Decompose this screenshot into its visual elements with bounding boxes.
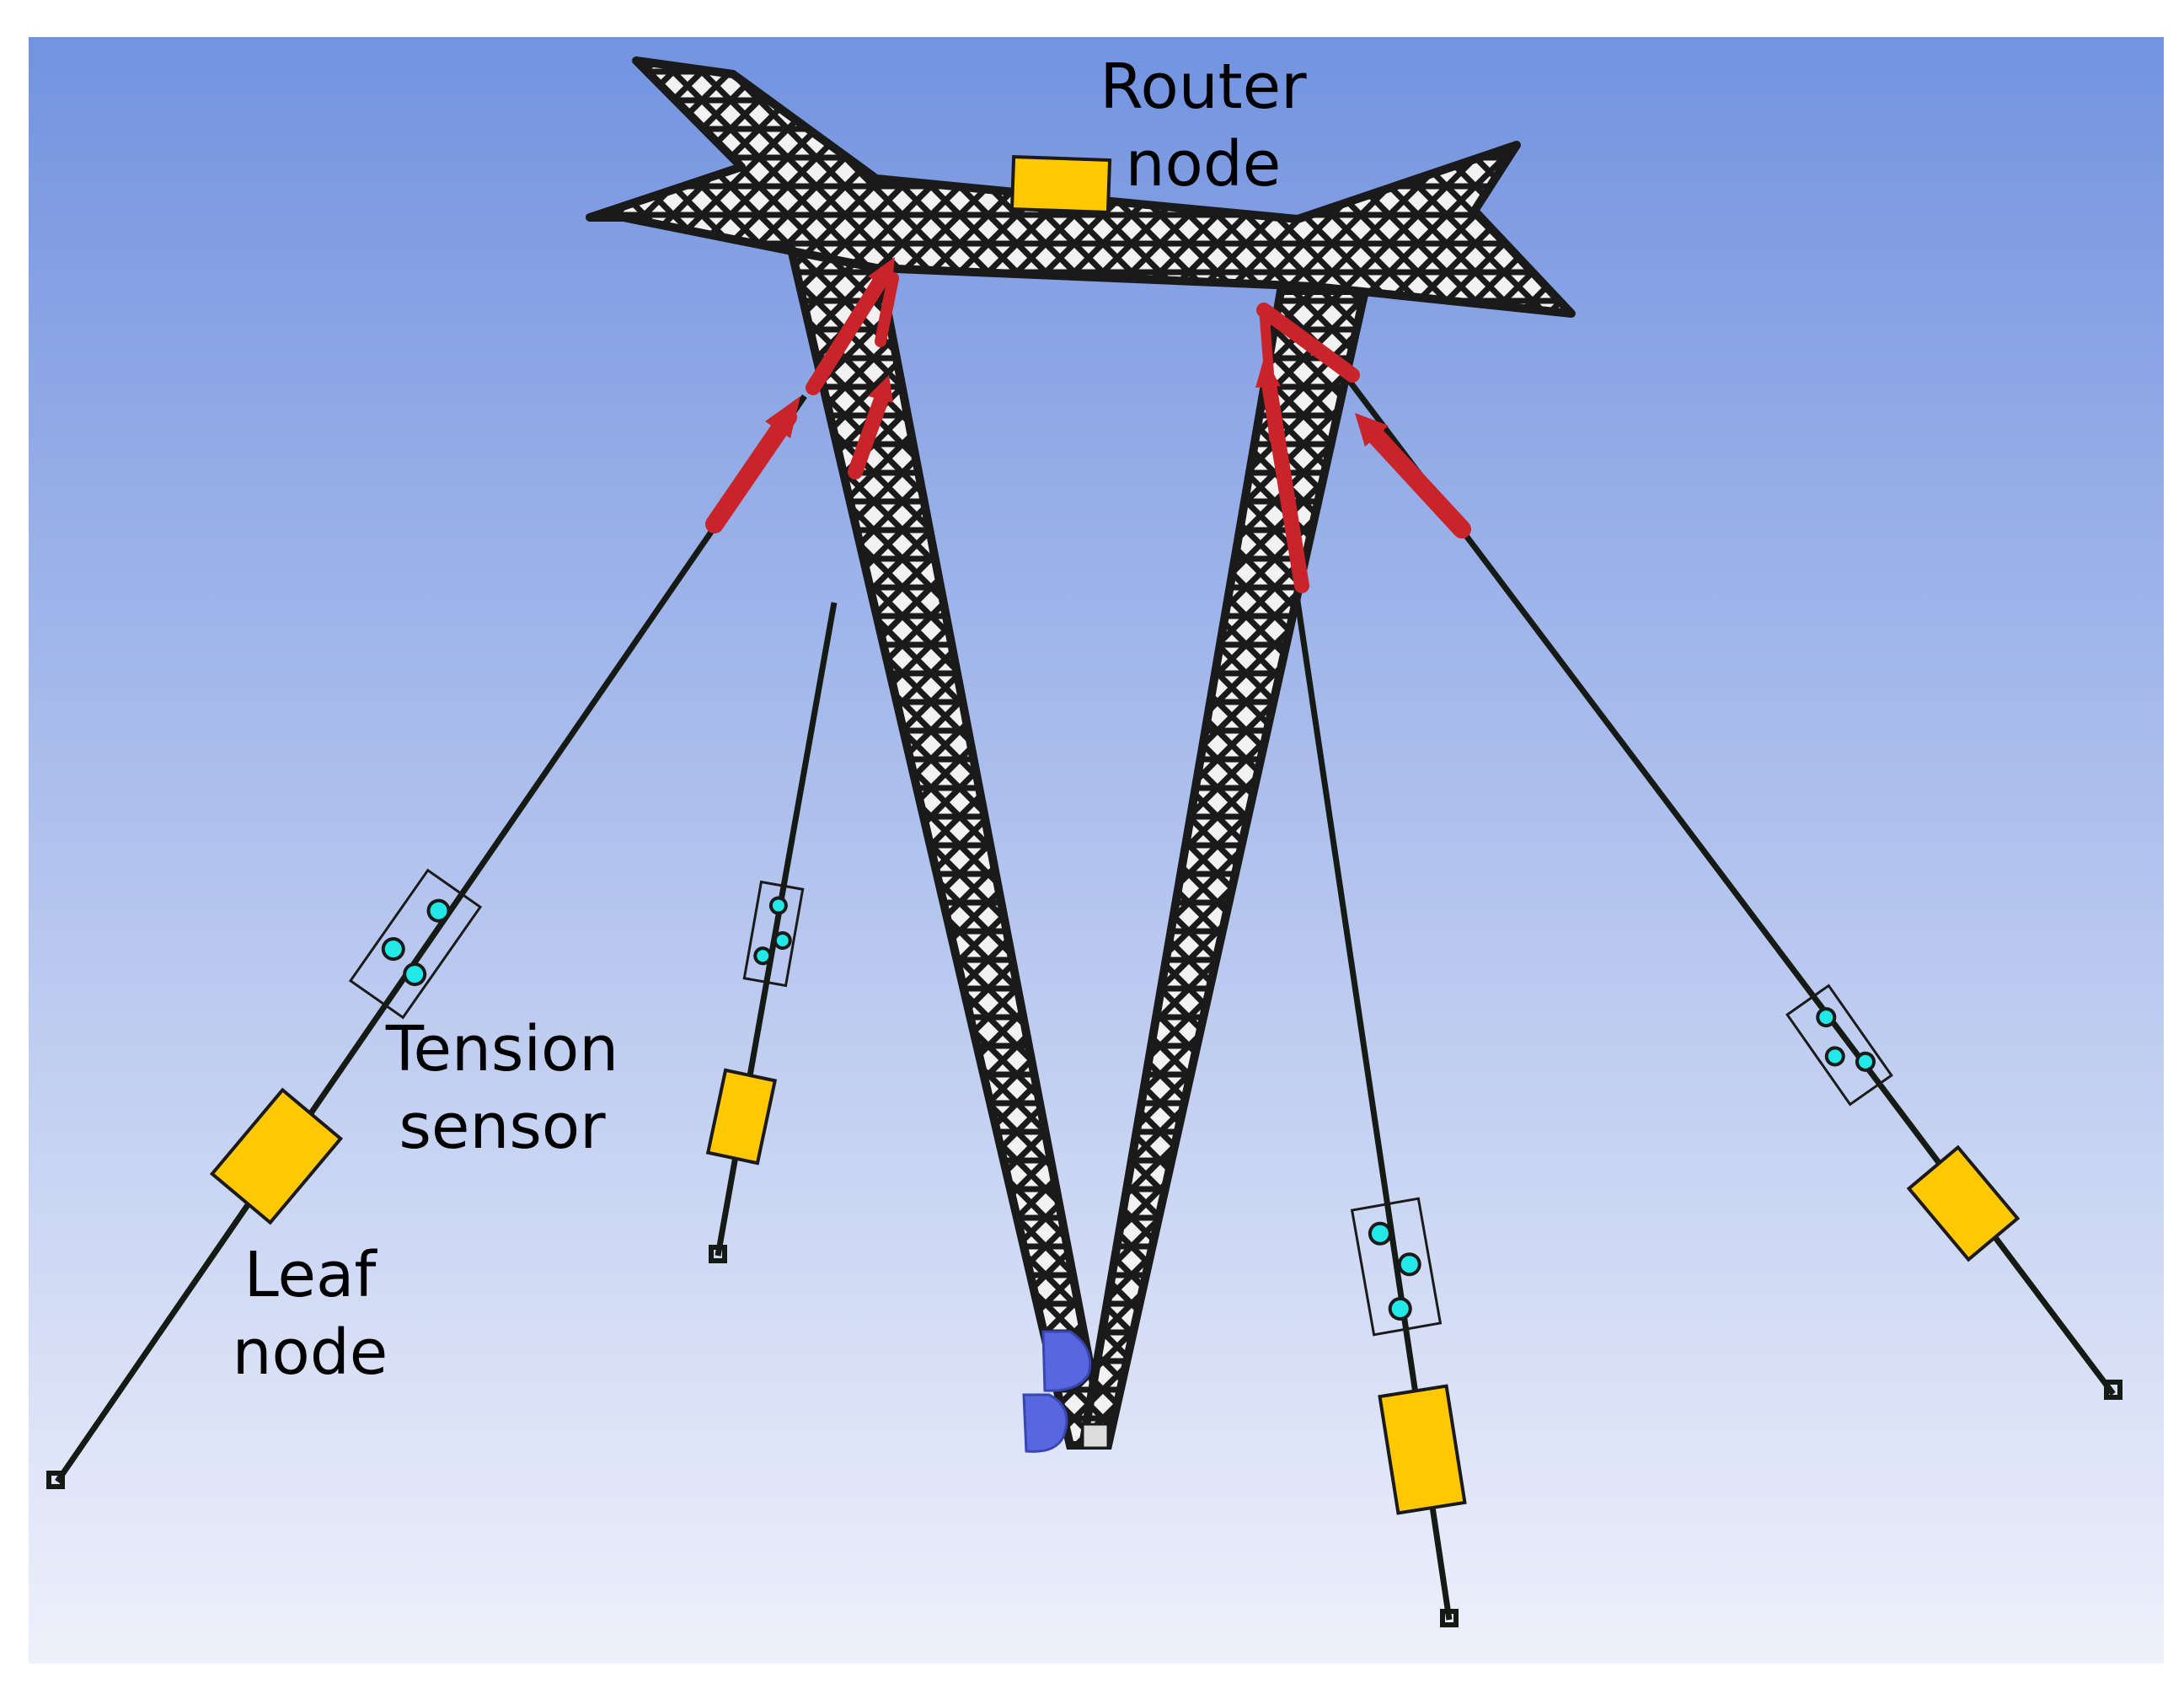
tension-arrow-left-a-shaft (806, 266, 892, 395)
leaf-node-label-line2: node (233, 1316, 388, 1389)
tension-sensor-label-line2: sensor (399, 1091, 606, 1163)
leaf-nodes (209, 1068, 2021, 1515)
tension-arrow-left-c-shaft (875, 272, 899, 347)
tension-arrows (705, 257, 1471, 593)
wire-anchor-left-inner (709, 1245, 727, 1263)
router-node-icon (1009, 154, 1112, 215)
tension-arrow-right-b-shaft (1256, 303, 1360, 383)
tower-crossarm (586, 56, 1576, 318)
router-node-label-line2: node (1126, 128, 1282, 201)
anchor-lower (1022, 1393, 1068, 1453)
wire-anchor-right-outer (2104, 1380, 2122, 1400)
tension-arrow-right-c-head (1355, 413, 1389, 447)
tension-sensor-icon (348, 868, 483, 1020)
tension-arrow-right-d-shaft (1259, 303, 1279, 443)
tension-sensors (348, 868, 1893, 1337)
tension-sensor-icon (1350, 1197, 1443, 1337)
leaf-node-icon (1906, 1144, 2021, 1262)
router-node-label-line1: Router (1100, 51, 1307, 123)
tension-arrow-left-b-shaft (848, 387, 891, 480)
wire-anchor-right-inner (1440, 1609, 1459, 1627)
guy-wires (55, 377, 2116, 1621)
leaf-node-icon (1378, 1384, 1467, 1515)
tension-arrow-left-outer-head (765, 396, 800, 438)
leaf-node-icon (209, 1087, 344, 1225)
tension-arrow-right-c-shaft (1362, 422, 1471, 539)
tension-arrow-left-outer-shaft (705, 408, 797, 533)
leaf-node-icon (705, 1068, 778, 1166)
anchor-base-block (1081, 1423, 1110, 1450)
anchor-upper (1041, 1330, 1092, 1392)
tension-sensor-label-line1: Tension (385, 1013, 618, 1085)
wire-anchor-left-outer (46, 1471, 65, 1489)
tower-base-anchors (1022, 1330, 1110, 1453)
tension-sensor-icon (742, 880, 805, 988)
wire-anchors (46, 1245, 2122, 1627)
tension-sensor-icon (1785, 983, 1893, 1107)
tension-arrow-left-b-head (868, 375, 893, 403)
guy-wire-left-outer (55, 394, 807, 1483)
leaf-node-label-line1: Leaf (244, 1239, 378, 1311)
